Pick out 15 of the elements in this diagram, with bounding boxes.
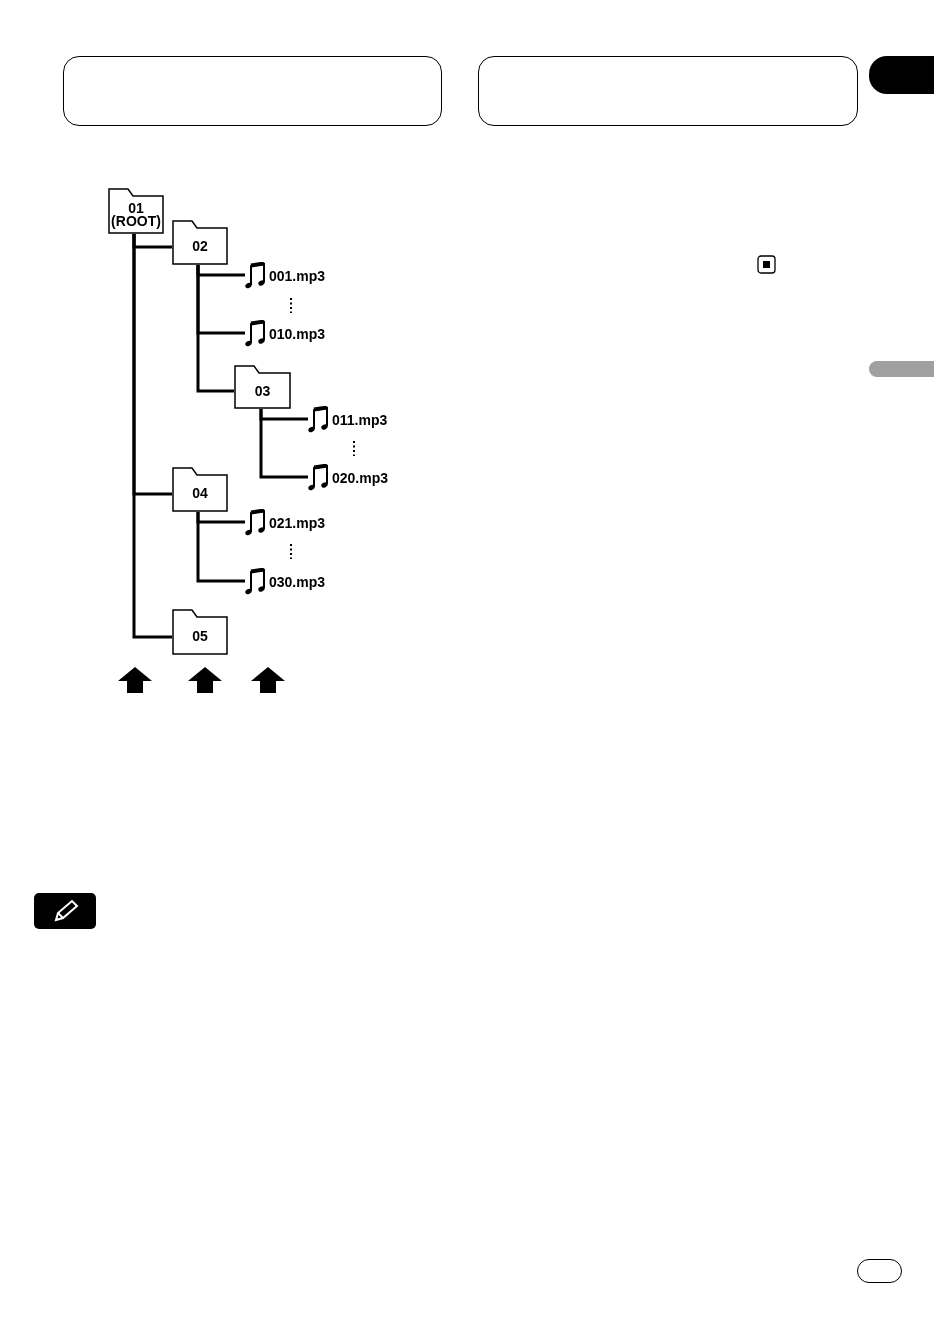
connector-line	[132, 234, 172, 639]
folder-icon: 05	[172, 609, 228, 655]
file-name: 010.mp3	[269, 325, 326, 342]
file-name: 030.mp3	[269, 573, 326, 590]
connector-line	[259, 409, 308, 479]
connector-line	[196, 512, 245, 583]
folder-icon: 01 (ROOT)	[108, 188, 164, 234]
connector-line	[196, 265, 234, 393]
file-name: 021.mp3	[269, 514, 326, 531]
folder-icon: 02	[172, 220, 228, 265]
file-name: 020.mp3	[332, 469, 389, 486]
file-name: 011.mp3	[332, 411, 388, 428]
folder-icon: 04	[172, 467, 228, 512]
file-name: 001.mp3	[269, 267, 326, 284]
folder-icon: 03	[234, 365, 291, 409]
